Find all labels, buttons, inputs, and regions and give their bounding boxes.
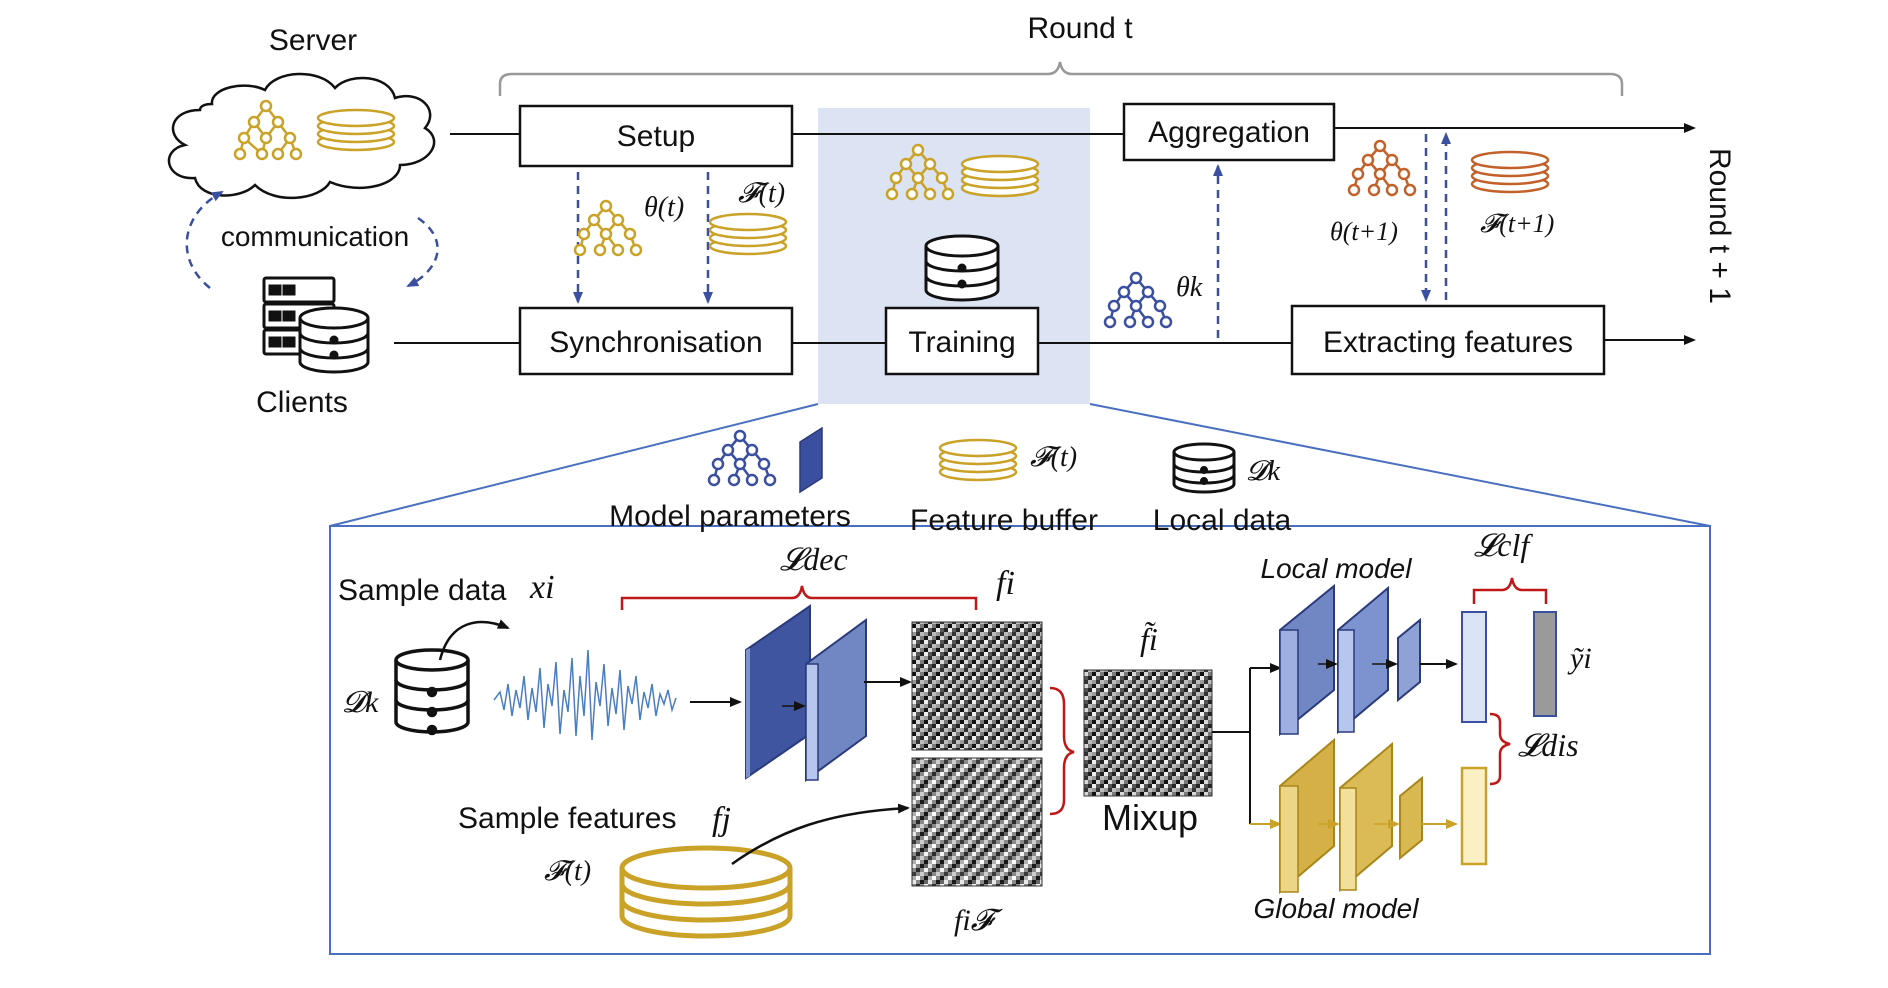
aggregation-box (1122, 102, 1336, 162)
legend-layer-icon (799, 426, 823, 494)
server-cloud (167, 72, 436, 200)
D-k-label: 𝓓k (342, 686, 379, 719)
local-layer-3 (1397, 617, 1421, 703)
y-tilde-label: ỹi (1567, 642, 1592, 675)
f-i-featuremap (911, 621, 1043, 751)
round-brace (498, 61, 1624, 96)
synchronisation-box (518, 306, 794, 376)
server-label: Server (269, 24, 357, 57)
theta-t1-label: θ(t+1) (1330, 217, 1398, 246)
legend-buffer-label: Feature buffer (910, 504, 1098, 537)
local-layer-1 (1279, 583, 1335, 737)
theta-k-model-icon (1103, 271, 1173, 329)
theta-t1-model-icon (1347, 139, 1417, 197)
server-buffer-icon (316, 108, 396, 152)
local-model-label: Local model (1261, 553, 1413, 584)
zoom-line-left (329, 403, 819, 527)
L-dis-brace (1489, 712, 1511, 786)
f-j-label: fj (712, 801, 731, 838)
f-i-label: fi (996, 565, 1015, 602)
clients-label: Clients (256, 386, 348, 419)
setup-label: Setup (617, 120, 695, 153)
extracting-label: Extracting features (1323, 326, 1573, 359)
global-model-label: Global model (1254, 893, 1420, 924)
legend-model-label: Model parameters (609, 500, 851, 533)
signal-waveform (493, 649, 677, 741)
training-data-icon (924, 234, 1000, 302)
setup-buffer-icon (708, 212, 788, 256)
buffer-to-fiF-arrow (731, 803, 910, 866)
F-t-detail-label: 𝓕(t) (544, 856, 591, 887)
mixup-brace (1049, 686, 1075, 816)
global-layer-1 (1279, 737, 1335, 895)
synchronisation-label: Synchronisation (549, 326, 762, 359)
legend-Dk-label: 𝓓k (1246, 456, 1280, 487)
F-t-label: 𝓕(t) (738, 178, 785, 209)
L-clf-brace (1472, 577, 1548, 604)
round-t-label: Round t (1027, 12, 1133, 45)
f-i-tilde-label: f̃i (1140, 621, 1158, 657)
L-dec-label: 𝓛dec (780, 541, 848, 577)
local-layer-2 (1337, 585, 1389, 735)
communication-arrow-down (406, 216, 439, 288)
sample-features-label: Sample features (458, 802, 676, 835)
training-label: Training (908, 326, 1015, 359)
sample-data-icon (394, 648, 470, 736)
setup-box (518, 104, 794, 168)
clients-icon (262, 276, 370, 374)
round-next-label: Round t + 1 (1703, 148, 1736, 304)
zoom-line-right (1089, 403, 1711, 527)
mixup-label: Mixup (1102, 797, 1198, 838)
local-output-vector (1533, 611, 1557, 717)
f-i-F-featuremap (911, 757, 1043, 887)
legend-model-icon (707, 429, 777, 487)
x-i-label: xi (529, 569, 555, 606)
L-dec-brace (620, 585, 978, 610)
global-layer-2 (1339, 741, 1393, 893)
communication-arrow-up (185, 190, 224, 289)
L-dis-label: 𝓛dis (1518, 727, 1579, 763)
feature-buffer-icon (619, 845, 793, 939)
legend-data-icon (1172, 442, 1236, 494)
training-buffer-icon (960, 154, 1040, 198)
legend-data-label: Local data (1153, 504, 1292, 537)
legend-buffer-icon (938, 438, 1018, 482)
local-feature-vector (1461, 611, 1487, 723)
setup-model-icon (573, 199, 643, 257)
communication-label: communication (221, 221, 409, 252)
training-box (884, 306, 1040, 376)
F-t1-buffer-icon (1470, 150, 1550, 194)
f-i-tilde-featuremap (1083, 669, 1213, 797)
L-clf-label: 𝓛clf (1474, 527, 1533, 563)
theta-t-label: θ(t) (644, 192, 684, 223)
sample-data-label: Sample data (338, 574, 507, 607)
global-feature-vector (1460, 766, 1488, 866)
sample-curve-arrow (438, 619, 510, 661)
global-layer-3 (1399, 775, 1423, 861)
F-t1-label: 𝓕(t+1) (1480, 209, 1554, 238)
aggregation-label: Aggregation (1148, 116, 1310, 149)
encoder-block-2 (805, 618, 867, 782)
server-model-icon (233, 99, 303, 161)
theta-k-label: θk (1176, 272, 1203, 303)
extracting-box (1290, 304, 1606, 376)
legend-F-label: 𝓕(t) (1030, 442, 1077, 473)
training-model-icon (885, 143, 955, 201)
